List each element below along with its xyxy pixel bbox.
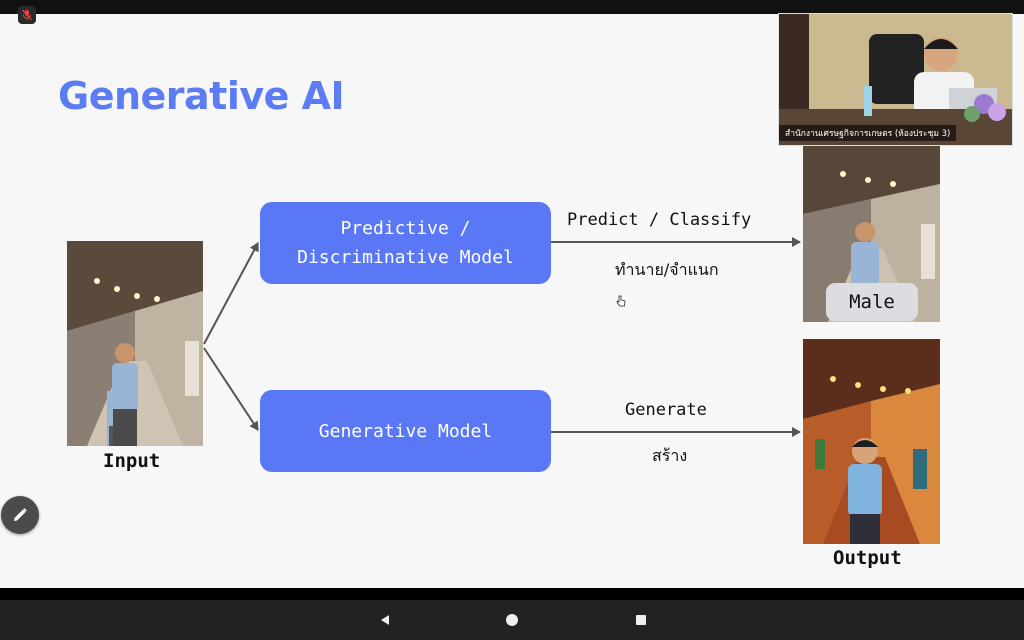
recents-square-icon xyxy=(636,615,646,625)
arrow-input-to-generative xyxy=(203,347,259,431)
pencil-icon xyxy=(14,508,27,521)
slide-title: Generative AI xyxy=(58,74,345,118)
home-circle-icon xyxy=(506,614,518,626)
predict-classify-label: Predict / Classify xyxy=(567,210,752,230)
webcam-room-label: สำนักงานเศรษฐกิจการเกษตร (ห้องประชุม 3) xyxy=(779,125,957,141)
diagram-arrows xyxy=(203,237,801,437)
edit-button[interactable] xyxy=(1,496,39,534)
microphone-muted-icon xyxy=(22,9,32,21)
mute-button[interactable] xyxy=(18,6,36,24)
output-caption: Output xyxy=(833,547,902,569)
generate-label: Generate xyxy=(625,400,707,420)
predictive-model-line1: Predictive / xyxy=(340,218,471,239)
generate-thai-label: สร้าง xyxy=(652,446,688,465)
top-status-bar xyxy=(0,0,1024,14)
classification-result-badge: Male xyxy=(826,283,918,321)
back-triangle-icon xyxy=(381,615,389,625)
predictive-model-line2: Discriminative Model xyxy=(297,247,514,268)
arrow-input-to-predictive xyxy=(203,242,259,345)
webcam-video-tile[interactable]: สำนักงานเศรษฐกิจการเกษตร (ห้องประชุม 3) xyxy=(778,13,1013,146)
output-illustration xyxy=(803,339,940,544)
predictive-model-box: Predictive / Discriminative Model xyxy=(260,202,551,284)
hand-cursor-icon xyxy=(616,295,626,307)
recents-button[interactable] xyxy=(632,611,650,629)
generative-model-label: Generative Model xyxy=(318,420,493,442)
input-caption: Input xyxy=(103,450,161,472)
input-photo xyxy=(67,241,203,446)
predict-classify-thai-label: ทำนาย/จำแนก xyxy=(615,260,719,279)
generative-model-box: Generative Model xyxy=(260,390,551,472)
home-button[interactable] xyxy=(503,611,521,629)
back-button[interactable] xyxy=(376,611,394,629)
presentation-slide: Generative AI xyxy=(0,14,1024,588)
